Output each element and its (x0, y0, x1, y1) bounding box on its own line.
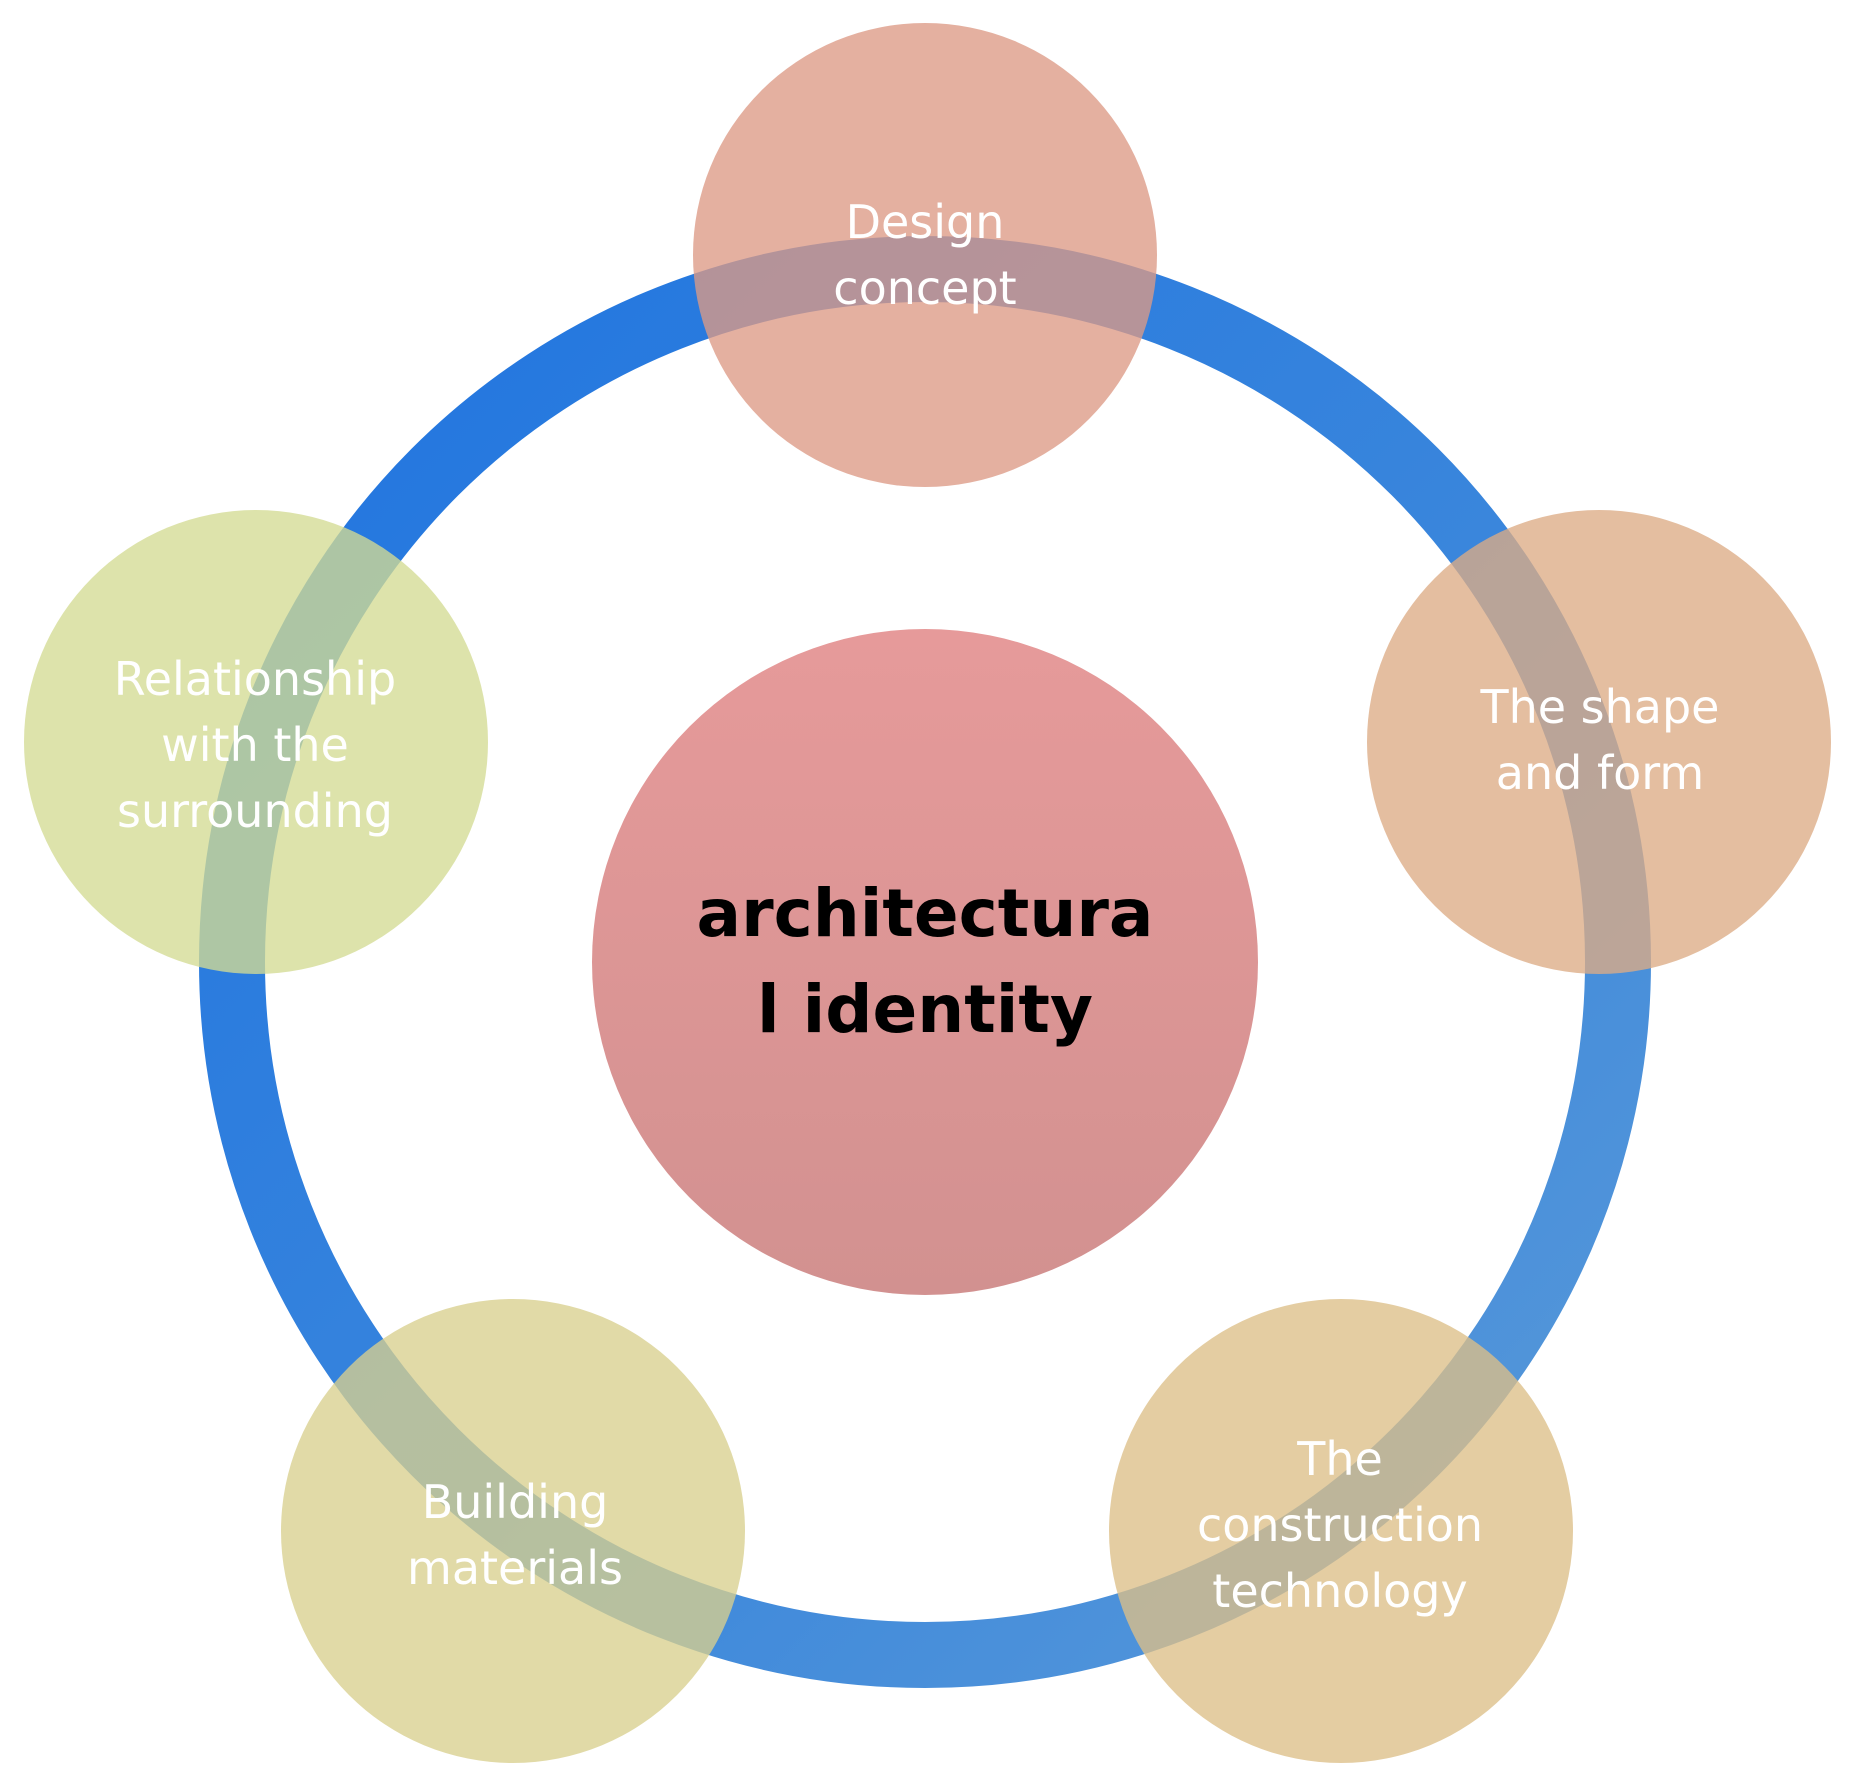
node-label-design-concept: Design concept (833, 195, 1017, 315)
node-circle-construction-technology (1109, 1299, 1573, 1763)
node-circle-shape-and-form (1367, 510, 1831, 974)
node-label-shape-and-form: The shape and form (1480, 680, 1720, 800)
node-circle-design-concept (693, 23, 1157, 487)
node-circle-building-materials (281, 1299, 745, 1763)
node-circle-relationship-surrounding (24, 510, 488, 974)
center-circle (592, 629, 1258, 1295)
center-label: architectura l identity (696, 875, 1154, 1048)
node-label-building-materials: Building materials (407, 1475, 623, 1595)
node-label-construction-technology: The construction technology (1196, 1432, 1484, 1618)
node-label-relationship-surrounding: Relationship with the surrounding (113, 652, 397, 838)
